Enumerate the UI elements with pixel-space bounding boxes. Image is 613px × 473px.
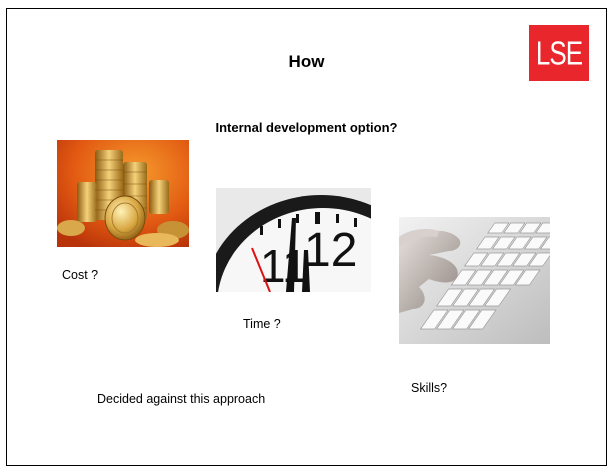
skills-label: Skills?: [411, 381, 448, 395]
svg-text:12: 12: [304, 224, 357, 277]
time-label: Time ?: [243, 317, 281, 331]
cost-label: Cost ?: [62, 268, 99, 282]
coins-photo: [57, 140, 189, 247]
keyboard-photo: [399, 217, 550, 344]
svg-text:11: 11: [260, 240, 308, 292]
conclusion-text: Decided against this approach: [97, 392, 266, 406]
slide-subtitle: Internal development option?: [215, 120, 398, 135]
slide-title: How: [288, 52, 325, 71]
lse-logo: LSE: [529, 25, 589, 81]
clock-photo: 11 12: [216, 188, 371, 292]
logo-text: LSE: [535, 32, 583, 72]
